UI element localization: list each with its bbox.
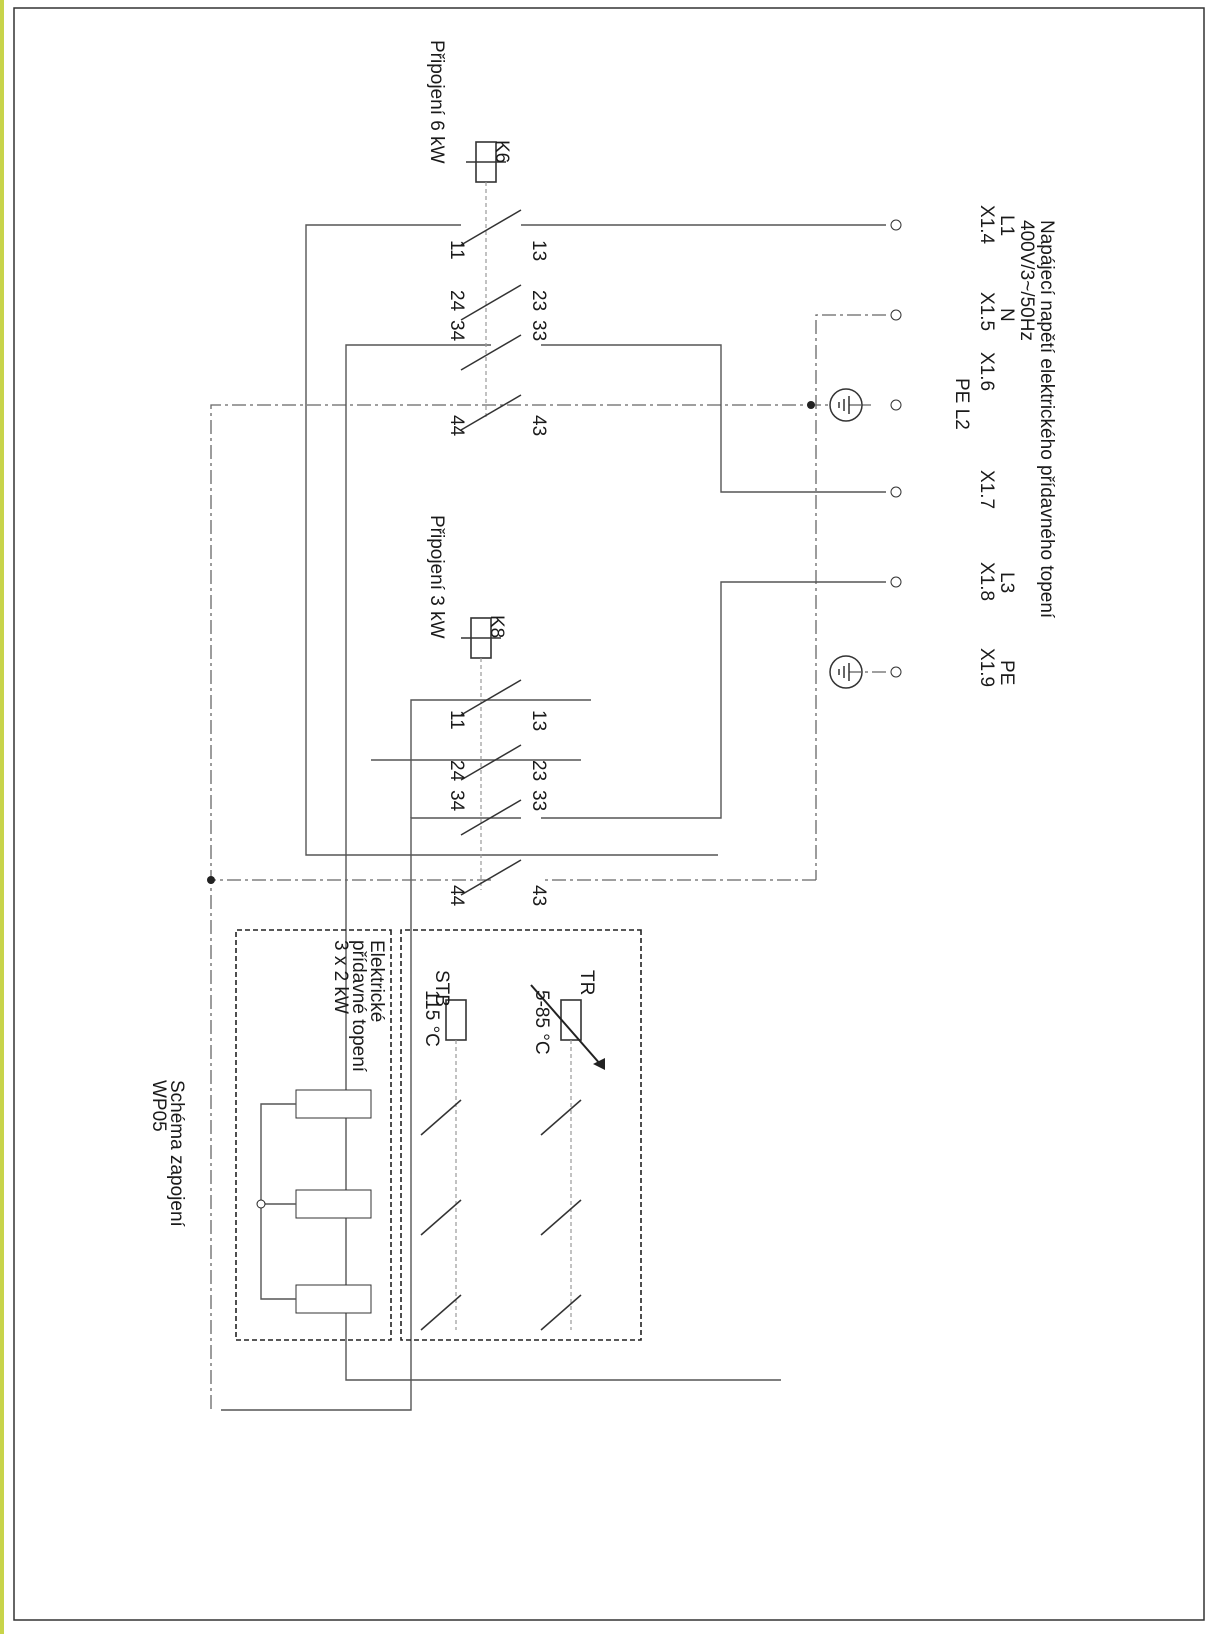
k8-contact-44: 44 bbox=[446, 885, 467, 907]
k6-contact-34: 34 bbox=[446, 320, 467, 342]
k8-contact-33: 33 bbox=[528, 790, 549, 811]
junction-dot bbox=[807, 401, 815, 409]
diagram-frame bbox=[13, 7, 1205, 1621]
k6-label: K6 bbox=[491, 140, 512, 163]
wire-x1-7 bbox=[345, 344, 886, 1381]
k6-contact-24: 24 bbox=[446, 290, 467, 312]
k6-caption: Připojení 6 kW bbox=[426, 40, 447, 164]
terminal-id-x1-7: X1.7 bbox=[976, 470, 997, 509]
contactor-k8 bbox=[460, 617, 522, 896]
heater-line-2: přídavné topení bbox=[348, 940, 369, 1073]
terminal-line-l1: L1 bbox=[996, 215, 1017, 236]
stb-label: STB bbox=[431, 970, 452, 1007]
terminal-line-l3: L3 bbox=[996, 572, 1017, 593]
k6-contact-44: 44 bbox=[446, 415, 467, 437]
wire-n bbox=[815, 314, 886, 880]
voltage-label: 400V/3~/50Hz bbox=[1016, 220, 1037, 341]
k6-contact-23: 23 bbox=[528, 290, 549, 311]
contactor-k6 bbox=[460, 141, 522, 431]
wire-pe-l2 bbox=[210, 404, 871, 1410]
terminal-line-n: N bbox=[996, 308, 1017, 322]
k8-caption: Připojení 3 kW bbox=[426, 515, 447, 639]
terminals bbox=[890, 219, 902, 678]
terminal-id-x1-4: X1.4 bbox=[976, 205, 997, 245]
frame-accent bbox=[0, 0, 4, 1634]
wire-l1 bbox=[305, 224, 886, 856]
heater-line-1: Elektrické bbox=[366, 940, 387, 1022]
terminal-line-pe: PE bbox=[996, 660, 1017, 685]
stb-value: 115 °C bbox=[421, 990, 442, 1047]
wire-l3 bbox=[221, 581, 886, 1411]
k8-contact-11: 11 bbox=[446, 710, 467, 730]
heater-elements bbox=[256, 1089, 372, 1314]
tr-label: TR bbox=[576, 970, 597, 995]
control-contacts bbox=[420, 1099, 582, 1331]
k8-contact-13: 13 bbox=[528, 710, 549, 731]
k8-contact-43: 43 bbox=[528, 885, 549, 906]
k6-contact-11: 11 bbox=[446, 240, 467, 260]
k8-contact-23: 23 bbox=[528, 760, 549, 781]
schema-title: Schéma zapojení bbox=[166, 1080, 187, 1228]
control-box bbox=[400, 929, 642, 1341]
wire-k8-bridge bbox=[371, 699, 591, 818]
terminal-line-pe-l2: PE L2 bbox=[951, 378, 972, 430]
heater-line-3: 3 x 2 kW bbox=[330, 940, 351, 1014]
k6-contact-13: 13 bbox=[528, 240, 549, 261]
k8-label: K8 bbox=[486, 615, 507, 638]
stb-limiter bbox=[445, 999, 467, 1330]
terminal-id-x1-6: X1.6 bbox=[976, 352, 997, 391]
terminal-id-x1-8: X1.8 bbox=[976, 562, 997, 601]
diagram-main-title: Napájecí napětí elektrického přídavného … bbox=[1036, 220, 1057, 619]
terminal-id-x1-9: X1.9 bbox=[976, 648, 997, 687]
k8-contact-24: 24 bbox=[446, 760, 467, 782]
tr-range: 5-85 °C bbox=[531, 990, 552, 1055]
tr-thermostat bbox=[530, 984, 605, 1330]
k8-contact-34: 34 bbox=[446, 790, 467, 812]
terminal-id-x1-5: X1.5 bbox=[976, 292, 997, 331]
k6-contact-33: 33 bbox=[528, 320, 549, 341]
ground-symbol-2 bbox=[829, 655, 863, 689]
schema-subtitle: WP05 bbox=[148, 1080, 169, 1132]
k6-contact-43: 43 bbox=[528, 415, 549, 436]
junction-dot-2 bbox=[207, 876, 215, 884]
ground-symbol bbox=[829, 388, 863, 422]
heater-box bbox=[235, 929, 392, 1341]
